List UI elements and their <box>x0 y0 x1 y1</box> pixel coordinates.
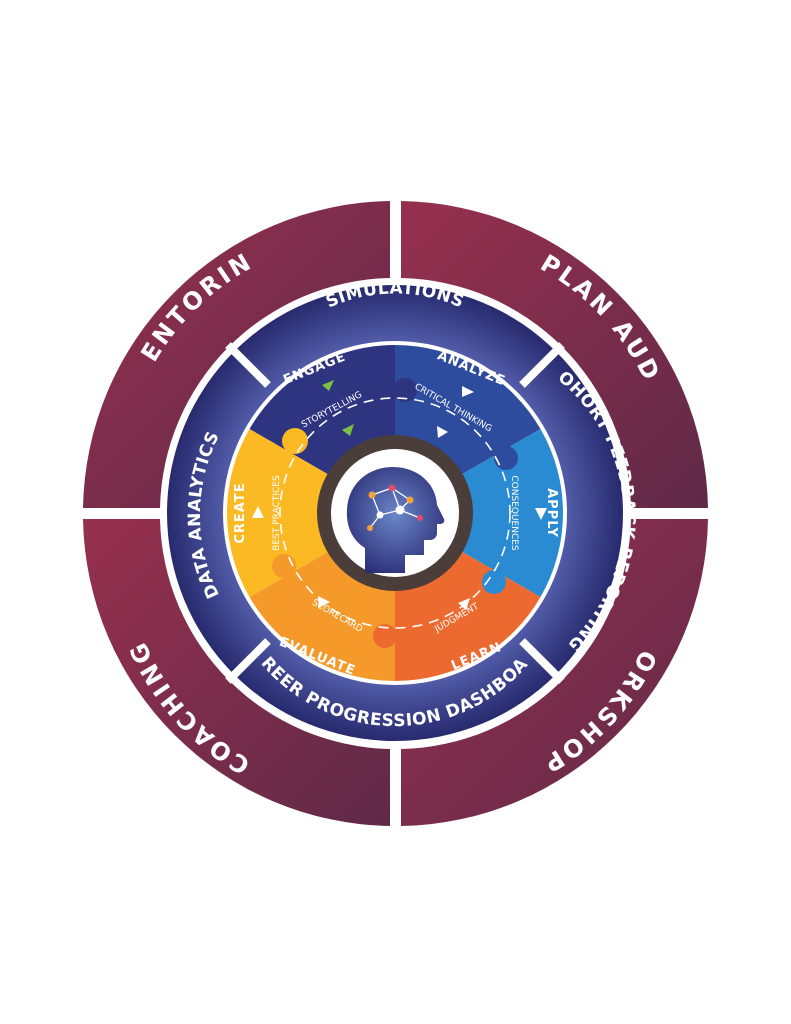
arrow-storytelling-icon <box>342 424 354 436</box>
outer-segment-pd-plan-audit <box>401 201 708 508</box>
arrow-apply-icon <box>535 508 547 520</box>
middle-divider-tr <box>519 342 565 388</box>
arrow-critical-icon <box>437 426 448 438</box>
arrow-evaluate-icon <box>318 596 330 608</box>
arrow-create-icon <box>252 506 264 518</box>
outer-segment-coaching <box>83 519 390 826</box>
arrow-engage-icon <box>322 380 334 391</box>
middle-divider-tl <box>225 342 271 388</box>
middle-divider-bl <box>225 638 271 684</box>
cycle-segment-create <box>226 429 395 597</box>
puzzle-knob-learn <box>373 624 397 648</box>
arrow-analyze-icon <box>462 386 474 397</box>
puzzle-knob-apply <box>482 570 506 594</box>
arrow-learn-icon <box>458 598 470 610</box>
puzzle-knob-engage <box>393 378 417 402</box>
step-create-label: CREATE <box>233 482 248 543</box>
cycle-segment-apply <box>395 429 564 597</box>
hub <box>317 435 473 591</box>
puzzle-knob-create <box>282 428 308 454</box>
step-apply-sub: CONSEQUENCES <box>509 475 519 551</box>
middle-divider-br <box>519 638 565 684</box>
step-create-sub: BEST PRACTICES <box>272 475 282 551</box>
cycle-dashed-path <box>279 397 511 629</box>
outer-segment-mentoring <box>83 201 390 508</box>
puzzle-knob-analyze <box>494 446 518 470</box>
step-apply-label: APPLY <box>544 488 559 538</box>
brain-head-icon <box>346 467 445 573</box>
outer-segment-workshops <box>401 519 708 826</box>
